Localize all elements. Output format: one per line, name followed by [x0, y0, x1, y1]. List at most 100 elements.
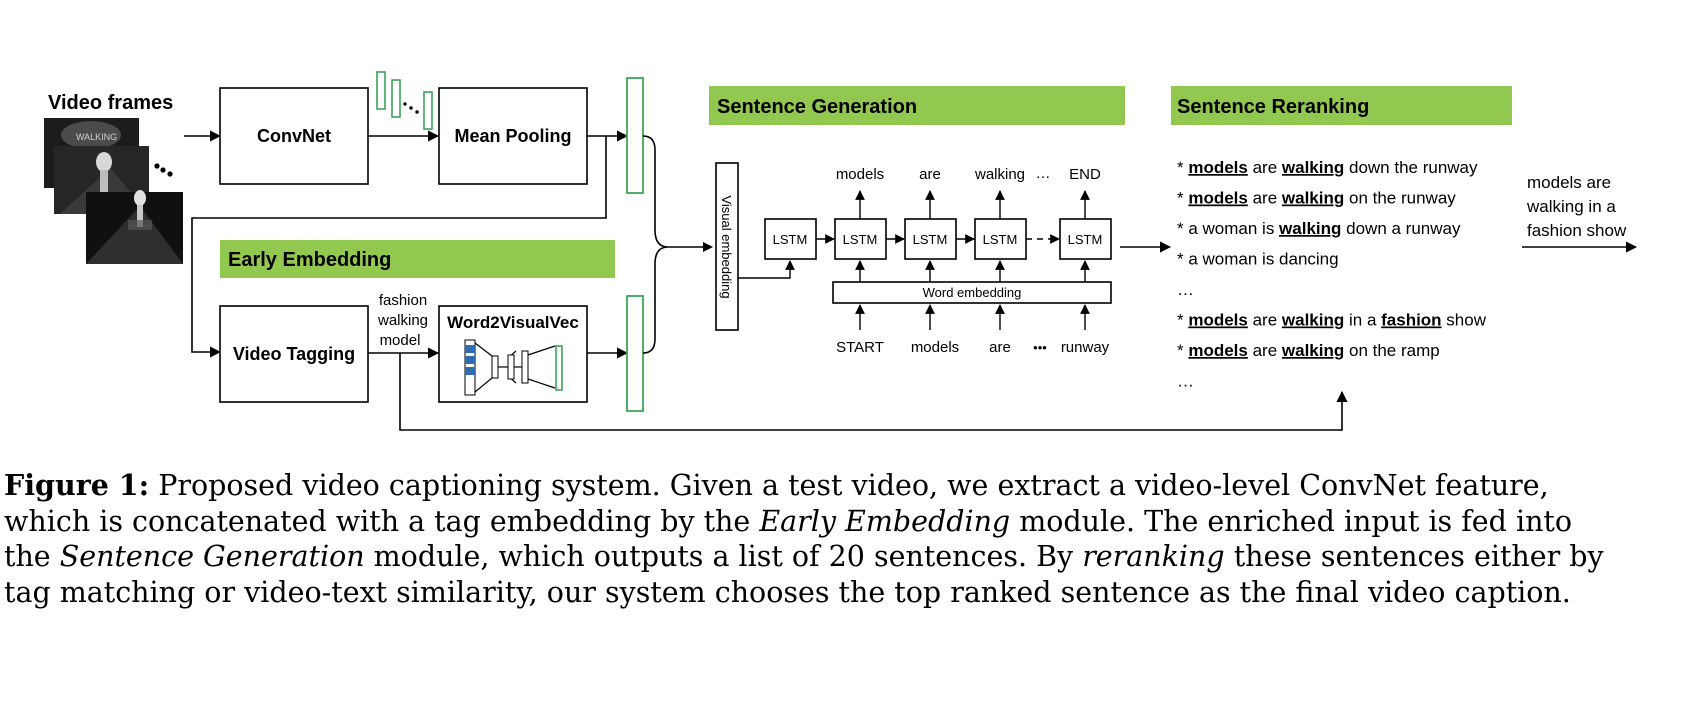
early-embedding-header: Early Embedding: [228, 249, 391, 271]
video-frames-label: Video frames: [48, 92, 173, 114]
candidate-bullet: *: [1177, 219, 1188, 238]
matched-tag-word: walking: [1278, 219, 1341, 238]
sentence-generation-header-bg: [709, 86, 1125, 125]
output-word-end: END: [1069, 166, 1101, 183]
lstm-output-arrows: [855, 190, 1090, 219]
caption-line-3: tag matching or video-text similarity, o…: [4, 575, 1684, 611]
output-word-1: are: [919, 166, 941, 183]
matched-tag-word: fashion: [1381, 311, 1441, 330]
lstm-label-3: LSTM: [983, 232, 1018, 247]
candidate-bullet: *: [1177, 311, 1188, 330]
input-arrows: [855, 304, 1090, 330]
input-word-2: are: [989, 339, 1011, 356]
visual-embedding-label: Visual embedding: [719, 195, 734, 298]
sentence-text: show: [1442, 311, 1487, 330]
sentence-text: on the runway: [1344, 189, 1456, 208]
matched-tag-word: walking: [1281, 158, 1344, 177]
feature-to-tagging-connector: [191, 136, 607, 358]
early-embedding-header-bg: [220, 240, 615, 278]
frame-features: [376, 71, 433, 130]
lstm-label-0: LSTM: [773, 232, 808, 247]
caption-emphasis: reranking: [1082, 540, 1225, 573]
candidate-sentences: * models are walking down the runway* mo…: [1177, 158, 1487, 391]
tag-walking: walking: [377, 312, 428, 329]
frames-ellipsis: [154, 163, 173, 177]
candidate-bullet: *: [1177, 189, 1188, 208]
mean-pooling-box: [438, 87, 588, 185]
matched-tag-word: walking: [1281, 189, 1344, 208]
feature-dots: [403, 102, 419, 114]
candidate-bullet: *: [1177, 158, 1188, 177]
sentence-reranking-header-bg: [1171, 86, 1512, 125]
output-word-0: models: [836, 166, 884, 183]
video-tagging-box: [219, 305, 369, 403]
convnet-label: ConvNet: [257, 126, 331, 146]
video-frame-overlay-text: WALKING: [76, 132, 117, 142]
input-ellipsis: •••: [1033, 340, 1047, 355]
caption-text: module. The enriched input is fed into: [1010, 504, 1573, 538]
candidate-sentence: * a woman is walking down a runway: [1177, 219, 1461, 238]
caption-text: Proposed video captioning system. Given …: [149, 469, 1549, 502]
caption-text: the: [4, 540, 60, 573]
output-ellipsis: …: [1036, 165, 1051, 182]
sentence-text: in a: [1344, 311, 1381, 330]
sentence-text: a woman is: [1188, 219, 1279, 238]
caption-line-2: the Sentence Generation module, which ou…: [4, 539, 1684, 575]
candidate-bullet: *: [1177, 250, 1188, 269]
tag-model: model: [380, 332, 421, 349]
embedding-to-lstm-arrows: [855, 260, 1090, 282]
matched-tag-word: walking: [1281, 311, 1344, 330]
input-word-1: models: [911, 339, 959, 356]
tags-to-reranking-connector: [399, 353, 1348, 431]
tag-embedding-bar: [626, 295, 644, 412]
sentence-text: are: [1248, 341, 1282, 360]
caption-emphasis: Sentence Generation: [59, 540, 365, 573]
caption-text: which is concatenated with a tag embeddi…: [4, 504, 760, 538]
caption-text: these sentences either by: [1224, 540, 1604, 573]
candidate-bullet: *: [1177, 341, 1188, 360]
word-embedding-label: Word embedding: [923, 285, 1022, 300]
caption-emphasis: Early Embedding: [759, 504, 1011, 538]
matched-tag-word: walking: [1281, 341, 1344, 360]
tag-fashion: fashion: [379, 292, 427, 309]
candidate-sentence: * models are walking on the ramp: [1177, 341, 1440, 360]
sentence-text: down a runway: [1341, 219, 1461, 238]
sentence-generation-header: Sentence Generation: [717, 96, 917, 118]
lstm-cell-4: [1059, 218, 1112, 260]
visual-to-lstm-connector: [738, 260, 795, 279]
matched-tag-word: models: [1188, 189, 1248, 208]
word-embedding-box: [832, 281, 1112, 304]
lstm-label-4: LSTM: [1068, 232, 1103, 247]
candidate-sentence: * models are walking down the runway: [1177, 158, 1478, 177]
sentence-text: are: [1248, 311, 1282, 330]
lstm-label-2: LSTM: [913, 232, 948, 247]
sentence-text: down the runway: [1344, 158, 1478, 177]
candidate-sentence: * models are walking in a fashion show: [1177, 311, 1487, 330]
final-caption-line-0: models are: [1527, 173, 1611, 192]
matched-tag-word: models: [1188, 311, 1248, 330]
word2visualvec-label: Word2VisualVec: [447, 313, 579, 332]
convnet-feature-bar: [626, 77, 644, 194]
caption-text: module, which outputs a list of 20 sente…: [364, 540, 1083, 573]
matched-tag-word: models: [1188, 158, 1248, 177]
sentence-text: are: [1248, 158, 1282, 177]
caption-figure-label: Figure 1:: [4, 468, 150, 502]
convnet-box: [219, 87, 369, 185]
word2visualvec-network-icon: [464, 339, 563, 396]
lstm-cell-3: [974, 218, 1027, 260]
visual-embedding-box: [715, 162, 739, 331]
output-word-2: walking: [974, 166, 1025, 183]
system-diagram: Video frames WALKING ConvNet Mean Po: [44, 71, 1638, 431]
input-word-start: START: [836, 339, 884, 356]
lstm-label-1: LSTM: [843, 232, 878, 247]
candidate-ellipsis: …: [1177, 372, 1194, 391]
caption-text: tag matching or video-text similarity, o…: [4, 575, 1571, 609]
candidate-sentence: * a woman is dancing: [1177, 250, 1339, 269]
figure-caption: Figure 1: Proposed video captioning syst…: [4, 468, 1684, 610]
concatenation-brace: [642, 135, 710, 354]
caption-line-1: which is concatenated with a tag embeddi…: [4, 504, 1684, 540]
sentence-reranking-header: Sentence Reranking: [1177, 96, 1369, 118]
video-tagging-label: Video Tagging: [233, 344, 355, 364]
sentence-text: are: [1248, 189, 1282, 208]
caption-line-0: Figure 1: Proposed video captioning syst…: [4, 468, 1684, 504]
